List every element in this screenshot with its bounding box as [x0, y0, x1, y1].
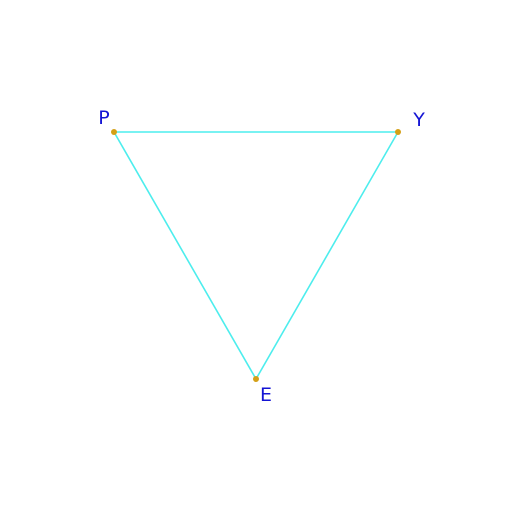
vertex-point-y	[395, 129, 401, 135]
triangle-edges	[113, 131, 399, 380]
vertex-point-e	[253, 376, 259, 382]
triangle-vertices	[111, 129, 401, 382]
vertex-labels: P Y E	[98, 107, 425, 406]
vertex-label-y: Y	[412, 109, 425, 131]
vertex-label-p: P	[98, 107, 109, 129]
vertex-label-e: E	[260, 384, 272, 406]
edge-y-e	[255, 131, 399, 380]
edge-e-p	[113, 131, 257, 380]
vertex-point-p	[111, 129, 117, 135]
